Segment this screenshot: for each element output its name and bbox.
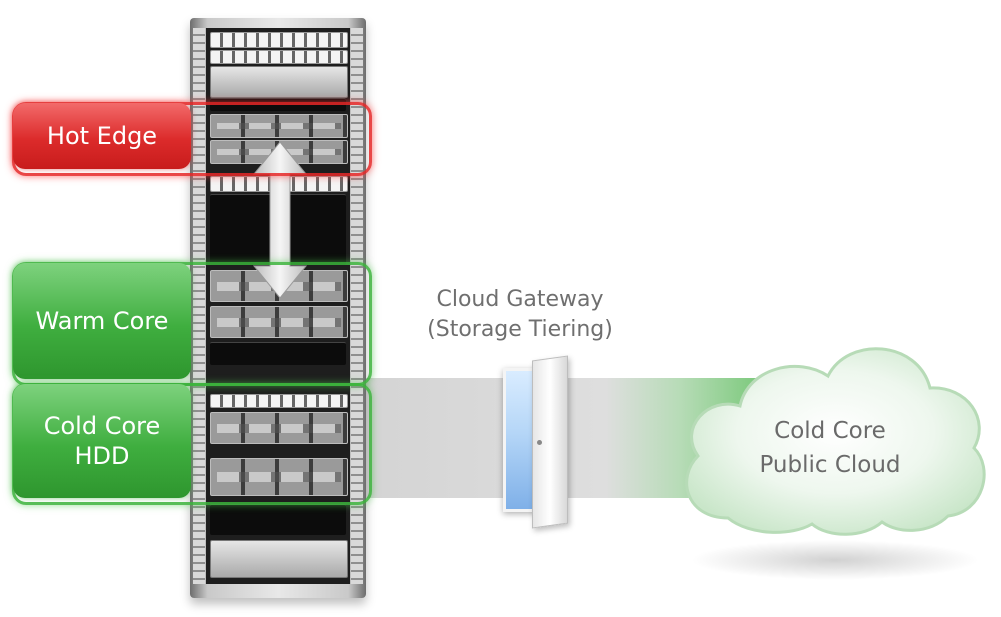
cloud-gateway-subtitle: (Storage Tiering) — [427, 317, 613, 342]
door-knob — [537, 440, 542, 445]
rack-server — [210, 114, 348, 138]
hot-edge-label: Hot Edge — [13, 103, 191, 169]
rack-switch — [210, 32, 348, 48]
rack-blank — [210, 342, 346, 365]
cloud-gateway-title: Cloud Gateway — [436, 287, 604, 312]
rack-switch — [210, 394, 348, 408]
cold-core-hdd-label: Cold Core HDD — [13, 384, 191, 498]
rack-switch — [210, 50, 348, 64]
rack-base-drawer — [210, 540, 348, 578]
rack-blank — [210, 504, 346, 535]
cold-core-public-cloud-label: Cold Core Public Cloud — [759, 418, 901, 478]
rack-rail-left — [193, 28, 205, 584]
cloud-gateway-caption: Cloud Gateway (Storage Tiering) — [410, 285, 630, 345]
warm-core-label: Warm Core — [13, 263, 191, 379]
rack-drawer — [210, 66, 348, 98]
cloud-shadow — [690, 540, 980, 580]
public-cloud-icon — [685, 347, 986, 536]
rack-disk-array — [210, 458, 348, 496]
rack-server — [210, 306, 348, 338]
rack-server — [210, 412, 348, 444]
